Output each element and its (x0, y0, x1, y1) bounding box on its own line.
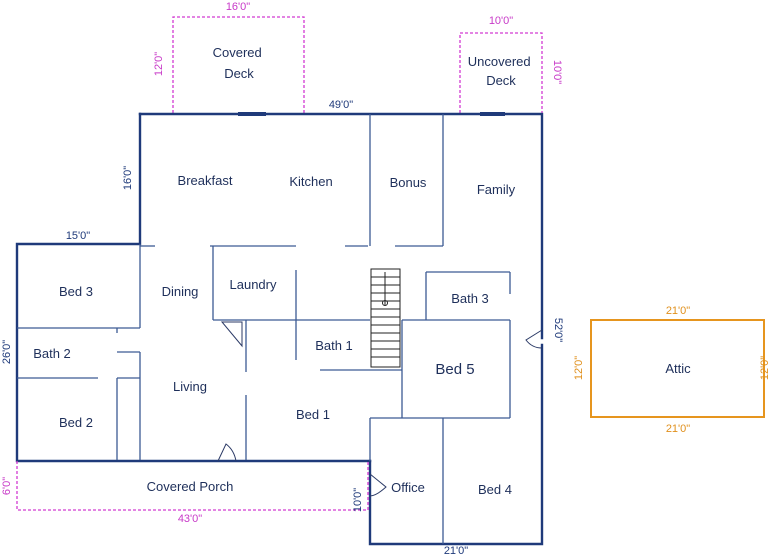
right-wall-dim: 52'0" (552, 318, 564, 342)
kitchen-label: Kitchen (289, 174, 332, 189)
covered-deck-width-dim: 16'0" (226, 1, 250, 13)
bonus-label: Bonus (390, 175, 427, 190)
covered-deck-height-dim: 12'0" (153, 52, 165, 76)
bath2-label: Bath 2 (33, 346, 71, 361)
covered-deck-line2: Deck (224, 66, 254, 81)
interior-walls (17, 114, 511, 544)
uncovered-deck-width-dim: 10'0" (489, 15, 513, 27)
staircase (370, 268, 401, 368)
attic-top-dim: 21'0" (666, 305, 690, 317)
covered-deck-line1: Covered (213, 45, 262, 60)
exterior-walls (15, 112, 544, 546)
family-label: Family (477, 182, 516, 197)
bed3-label: Bed 3 (59, 284, 93, 299)
uncovered-deck-line2: Deck (486, 73, 516, 88)
covered-porch-label: Covered Porch (147, 479, 234, 494)
left-wing-height-dim: 26'0" (1, 340, 13, 364)
attic-label: Attic (665, 361, 691, 376)
left-wing-width-dim: 15'0" (66, 230, 90, 242)
attic-bottom-dim: 21'0" (666, 423, 690, 435)
bed5-label: Bed 5 (435, 361, 474, 378)
porch-width-dim: 43'0" (178, 513, 202, 525)
door-swings (217, 321, 543, 497)
breakfast-label: Breakfast (178, 173, 233, 188)
dining-label: Dining (162, 284, 199, 299)
attic-right-dim: 12'0" (759, 356, 771, 380)
bed2-label: Bed 2 (59, 415, 93, 430)
attic-left-dim: 12'0" (573, 356, 585, 380)
uncovered-deck-height-dim: 10'0" (551, 60, 563, 84)
top-wall-dim: 49'0" (329, 99, 353, 111)
covered-deck (172, 16, 305, 113)
porch-height-dim: 6'0" (1, 477, 13, 495)
office-label: Office (391, 480, 425, 495)
living-label: Living (173, 379, 207, 394)
uncovered-deck-line1: Uncovered (468, 54, 531, 69)
breakfast-height-dim: 16'0" (122, 166, 134, 190)
bed4-label: Bed 4 (478, 482, 512, 497)
bed1-label: Bed 1 (296, 407, 330, 422)
attic-outline (590, 319, 765, 418)
laundry-label: Laundry (230, 277, 277, 292)
covered-deck-label: Covered Deck (213, 45, 266, 81)
uncovered-deck-label: Uncovered Deck (468, 54, 535, 88)
bath3-label: Bath 3 (451, 291, 489, 306)
office-height-dim: 10'0" (352, 488, 364, 512)
bottom-right-width-dim: 21'0" (444, 545, 468, 557)
uncovered-deck (459, 32, 543, 113)
bath1-label: Bath 1 (315, 338, 353, 353)
